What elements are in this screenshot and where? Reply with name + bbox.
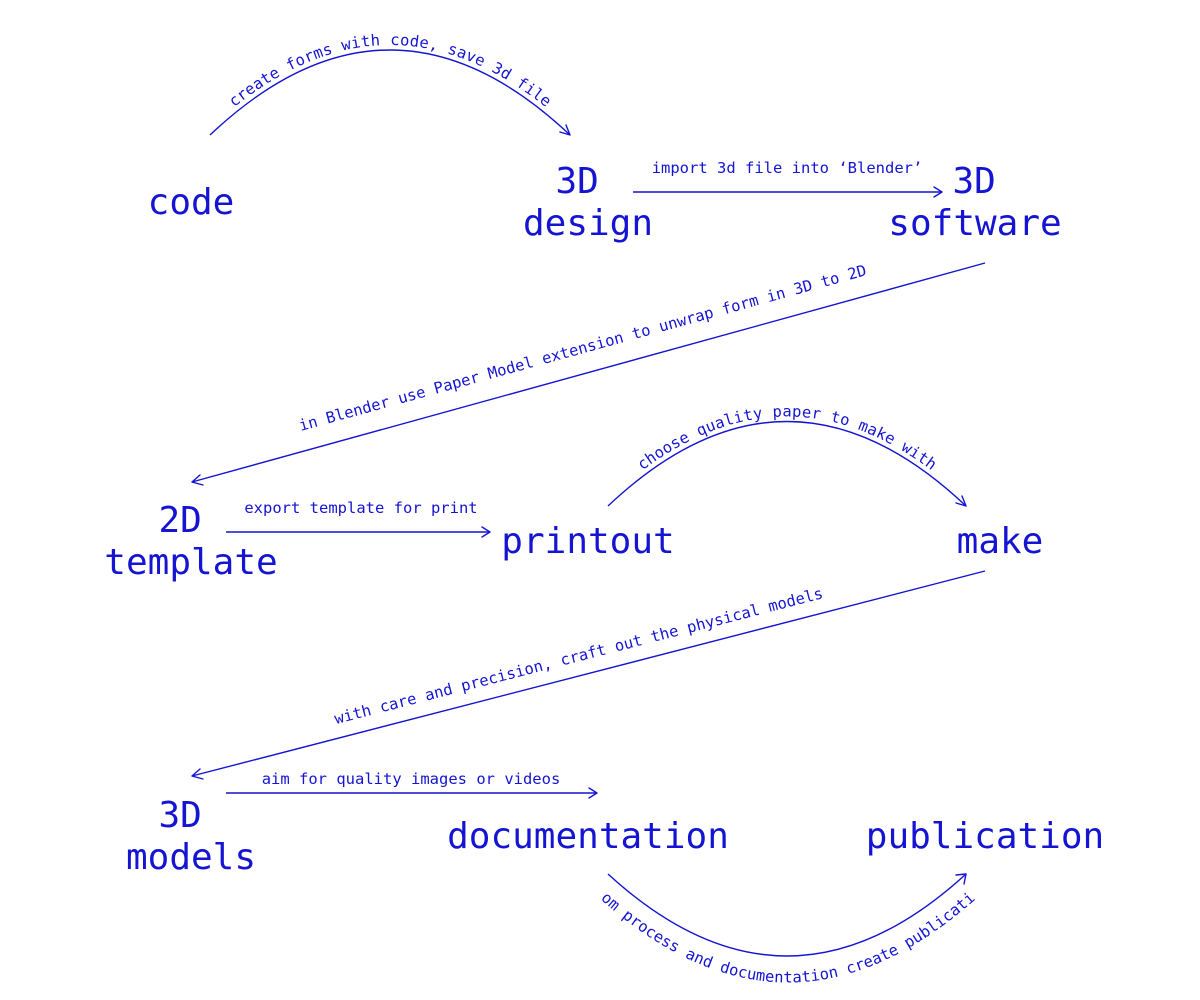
arrow-head-icon	[191, 768, 204, 780]
arrow-head-icon	[955, 495, 967, 507]
edge-make-to-models-label: with care and precision, craft out the p…	[333, 584, 825, 728]
edge-design-to-software: import 3d file into ‘Blender’	[633, 159, 943, 198]
edge-software-to-template: in Blender use Paper Model extension to …	[191, 261, 986, 486]
node-publication: publication	[866, 816, 1104, 857]
arrow-head-icon	[933, 186, 943, 198]
arrow-head-icon	[955, 873, 967, 885]
node-3d-models: 3D models	[126, 795, 256, 878]
node-2d-template-line-1: 2D	[158, 500, 201, 541]
edge-template-to-printout: export template for print	[226, 499, 491, 538]
arrow-head-icon	[559, 124, 571, 136]
node-3d-models-line-2: models	[126, 837, 256, 878]
edge-code-to-design-label: create forms with code, save 3d file	[225, 31, 554, 111]
node-2d-template-line-2: template	[104, 542, 277, 583]
edge-printout-to-make: choose quality paper to make with	[607, 403, 967, 507]
node-3d-software-line-2: software	[888, 203, 1061, 244]
node-3d-design: 3D design	[523, 161, 653, 244]
node-3d-models-line-1: 3D	[158, 795, 201, 836]
node-make-line-1: make	[957, 521, 1044, 562]
node-code-line-1: code	[148, 182, 235, 223]
edge-models-to-documentation: aim for quality images or videos	[226, 770, 598, 799]
arrow-head-icon	[191, 474, 204, 486]
edge-printout-to-make-label-path: choose quality paper to make with	[634, 403, 940, 474]
edge-design-to-software-label: import 3d file into ‘Blender’	[652, 159, 923, 177]
edge-models-to-documentation-label: aim for quality images or videos	[262, 770, 561, 788]
node-3d-software-line-1: 3D	[952, 161, 995, 202]
edge-code-to-design: create forms with code, save 3d file	[209, 31, 571, 136]
arrow-head-icon	[588, 787, 598, 799]
edge-code-to-design-arc	[209, 49, 571, 136]
node-3d-software: 3D software	[888, 161, 1061, 244]
node-3d-design-line-2: design	[523, 203, 653, 244]
node-3d-design-line-1: 3D	[555, 161, 598, 202]
arrow-head-icon	[481, 526, 491, 538]
node-printout-line-1: printout	[501, 521, 674, 562]
node-printout: printout	[501, 521, 674, 562]
edge-software-to-template-line	[191, 262, 986, 483]
edge-documentation-to-publication-arc	[607, 873, 967, 957]
node-publication-line-1: publication	[866, 816, 1104, 857]
node-make: make	[957, 521, 1044, 562]
node-documentation: documentation	[447, 816, 729, 857]
node-documentation-line-1: documentation	[447, 816, 729, 857]
node-2d-template: 2D template	[104, 500, 277, 583]
edge-make-to-models: with care and precision, craft out the p…	[191, 570, 986, 780]
edge-make-to-models-line	[191, 570, 986, 777]
edge-template-to-printout-label: export template for print	[244, 499, 477, 517]
node-code: code	[148, 182, 235, 223]
edge-printout-to-make-label: choose quality paper to make with	[634, 403, 940, 474]
edge-printout-to-make-arc	[607, 420, 967, 507]
edge-code-to-design-label-path: create forms with code, save 3d file	[225, 31, 554, 111]
